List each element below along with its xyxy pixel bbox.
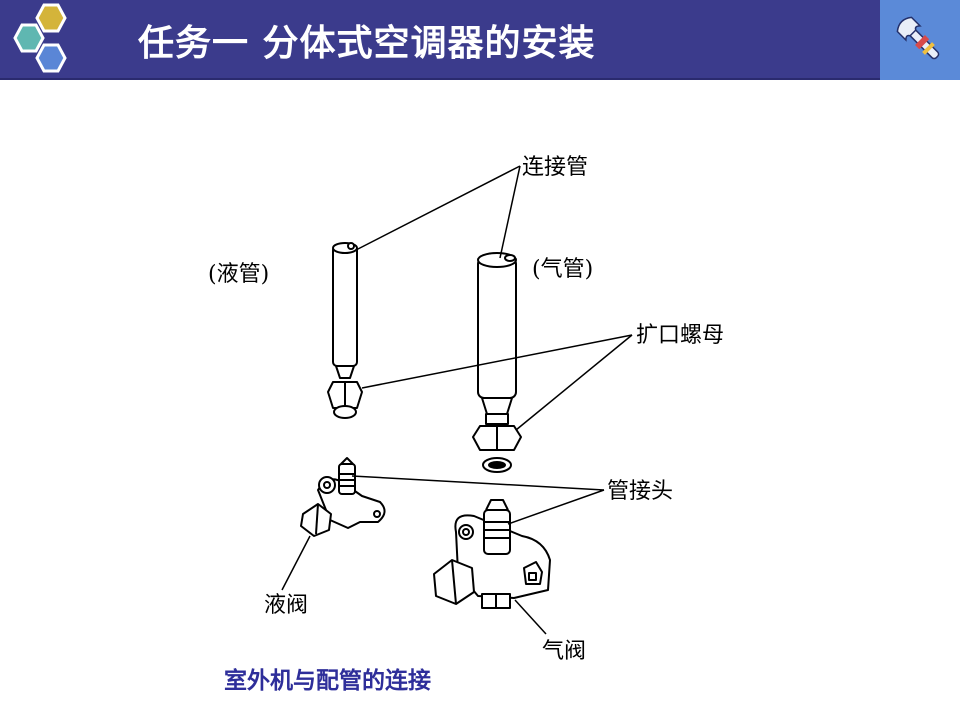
label-liquid-valve: 液阀 bbox=[264, 593, 308, 618]
hexagon-cluster-icon bbox=[13, 3, 67, 73]
gas-valve bbox=[433, 499, 551, 609]
figure-caption: 室外机与配管的连接 bbox=[224, 668, 431, 694]
liquid-flare-nut bbox=[327, 381, 363, 419]
liquid-pipe bbox=[332, 242, 358, 379]
header-bar bbox=[0, 0, 960, 80]
header-underline bbox=[0, 78, 960, 80]
label-gas-valve: 气阀 bbox=[542, 639, 586, 664]
corner-box bbox=[880, 0, 960, 80]
logo-hex-teal bbox=[13, 23, 45, 53]
liquid-valve bbox=[300, 457, 386, 537]
label-flare-nut: 扩口螺母 bbox=[636, 323, 724, 348]
label-gas-pipe: (气管) bbox=[532, 257, 593, 282]
logo-hex-gold bbox=[35, 3, 67, 33]
page-title: 任务一 分体式空调器的安装 bbox=[138, 23, 596, 64]
gas-flare-nut bbox=[472, 425, 522, 473]
logo-hex-blue bbox=[35, 43, 67, 73]
label-pipe-joint: 管接头 bbox=[607, 479, 673, 504]
leader-lines bbox=[281, 165, 633, 635]
label-liquid-pipe: (液管) bbox=[208, 262, 269, 287]
wrench-icon bbox=[896, 16, 940, 60]
gas-pipe bbox=[477, 252, 517, 425]
label-connecting-pipe: 连接管 bbox=[522, 155, 588, 180]
